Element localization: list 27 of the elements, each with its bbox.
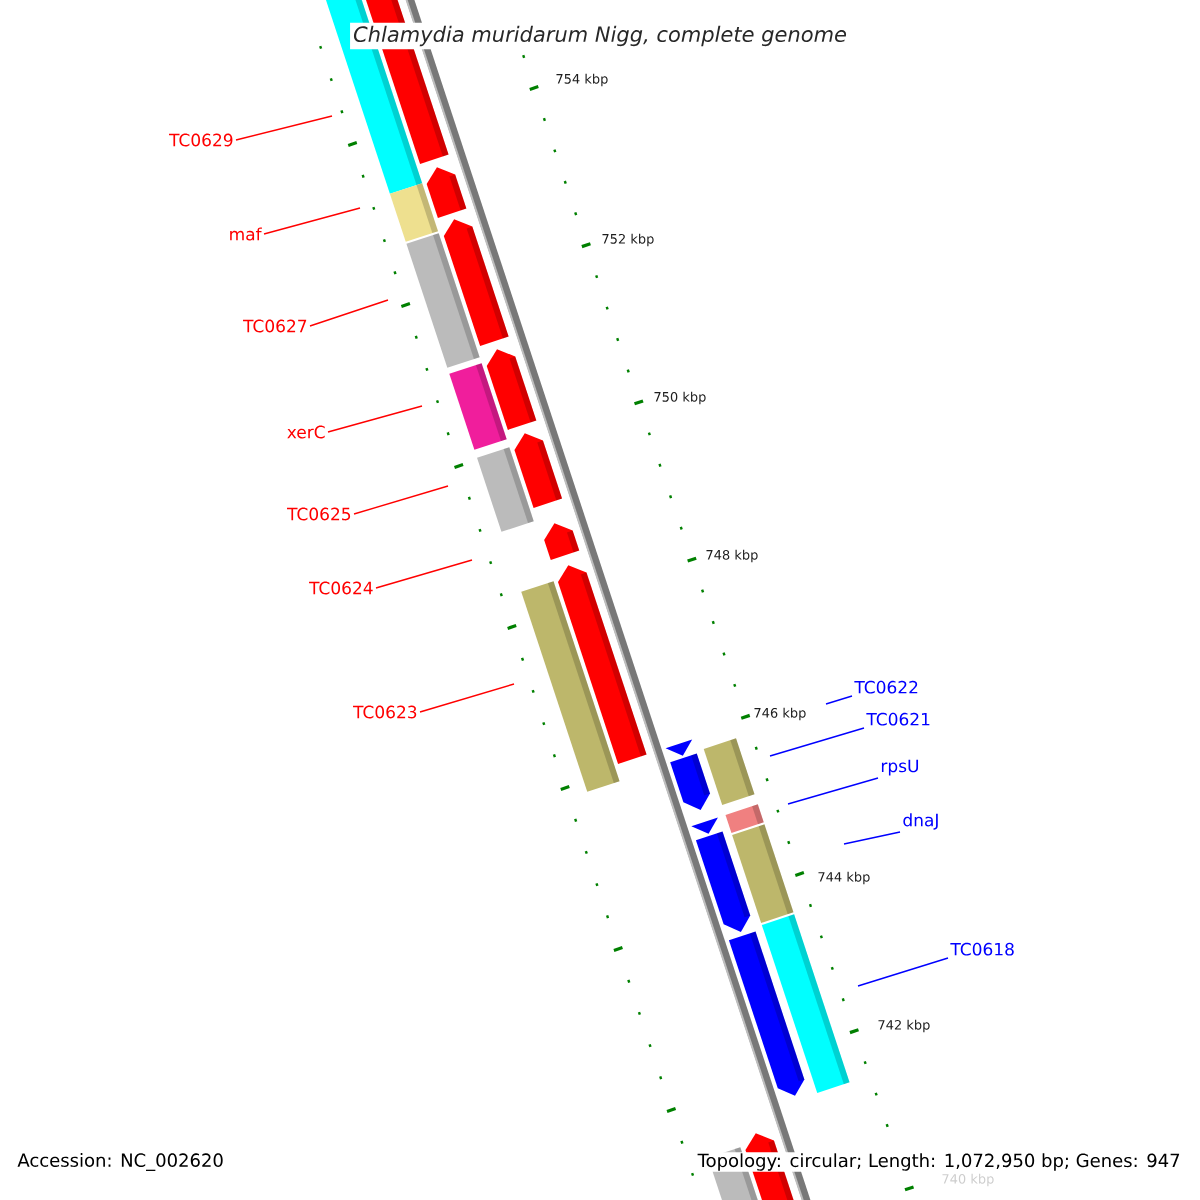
- leader-line: [263, 207, 361, 235]
- leader-line: [353, 485, 449, 515]
- gene-label: TC0624: [309, 581, 373, 595]
- gene-label: TC0625: [287, 507, 351, 521]
- leader-line: [769, 727, 865, 757]
- gene-label: TC0623: [353, 705, 417, 719]
- gene-label: dnaJ: [903, 813, 938, 830]
- title-text: Chlamydia muridarum Nigg, complete genome: [350, 22, 850, 50]
- gene-label: xerC: [287, 425, 325, 439]
- leader-line: [327, 405, 423, 433]
- leader-line: [843, 831, 901, 845]
- leader-line: [857, 957, 949, 987]
- leader-line: [375, 559, 473, 589]
- accession-text: Accession: NC_002620: [17, 1153, 223, 1171]
- genome-info-text: Topology: circular; Length: 1,072,950 bp; Genes: 947: [696, 1152, 1182, 1172]
- gene-label: rpsU: [881, 759, 919, 776]
- gene-label: TC0629: [169, 133, 233, 147]
- leader-line: [787, 777, 879, 805]
- leader-line: [309, 299, 389, 327]
- gene-label: TC0618: [950, 942, 1014, 956]
- leader-line: [825, 695, 853, 705]
- gene-label: TC0627: [243, 319, 307, 333]
- gene-label: TC0621: [866, 712, 930, 726]
- gene-label: maf: [230, 227, 262, 241]
- leader-line: [235, 115, 333, 141]
- leader-line: [419, 683, 515, 713]
- gene-label: TC0622: [854, 680, 918, 694]
